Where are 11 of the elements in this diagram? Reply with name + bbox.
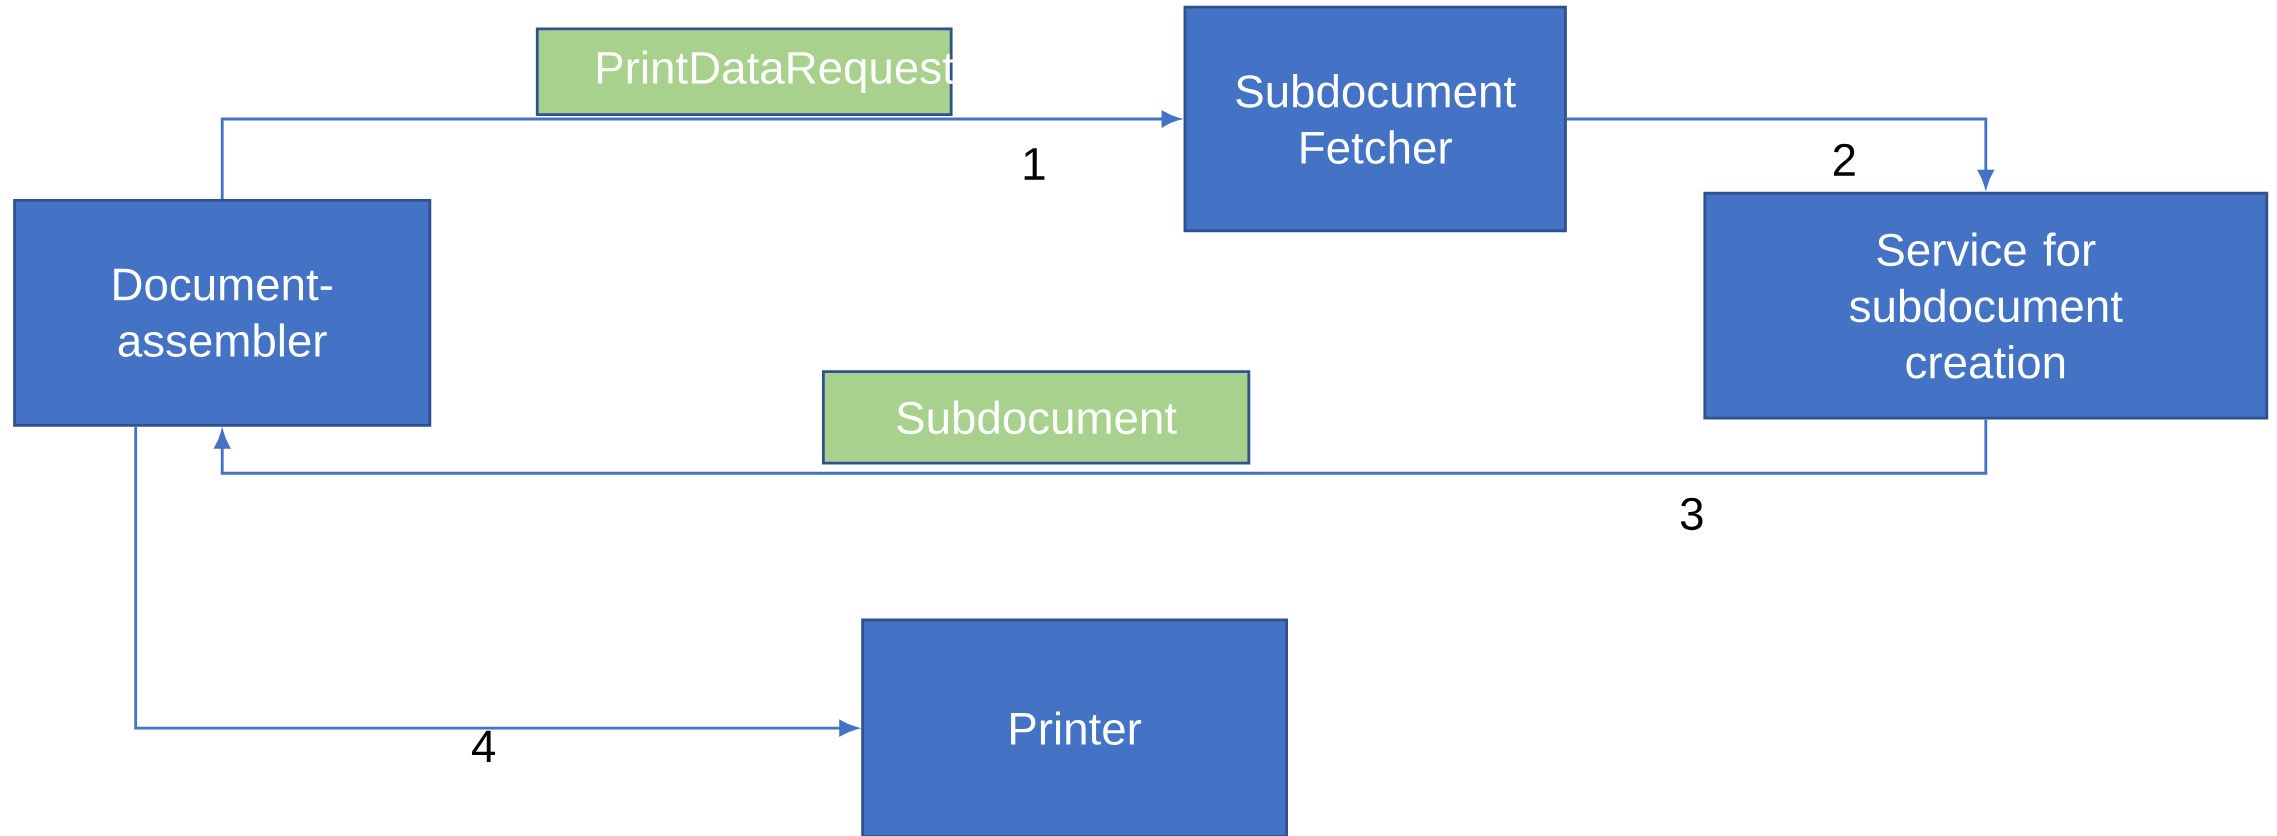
process-box: Printer — [861, 618, 1289, 836]
arrow — [220, 110, 1180, 199]
arrow — [134, 426, 858, 736]
step-number: 3 — [1680, 497, 1703, 530]
arrow — [214, 419, 1988, 475]
process-box: Service for subdocument creation — [1703, 191, 2269, 420]
process-box: Document-assembler — [13, 198, 432, 427]
step-number: 4 — [471, 730, 495, 762]
step-number: 1 — [1024, 148, 1045, 180]
process-box: Subdocument Fetcher — [1183, 5, 1567, 232]
message-box: Subdocument — [821, 370, 1251, 465]
